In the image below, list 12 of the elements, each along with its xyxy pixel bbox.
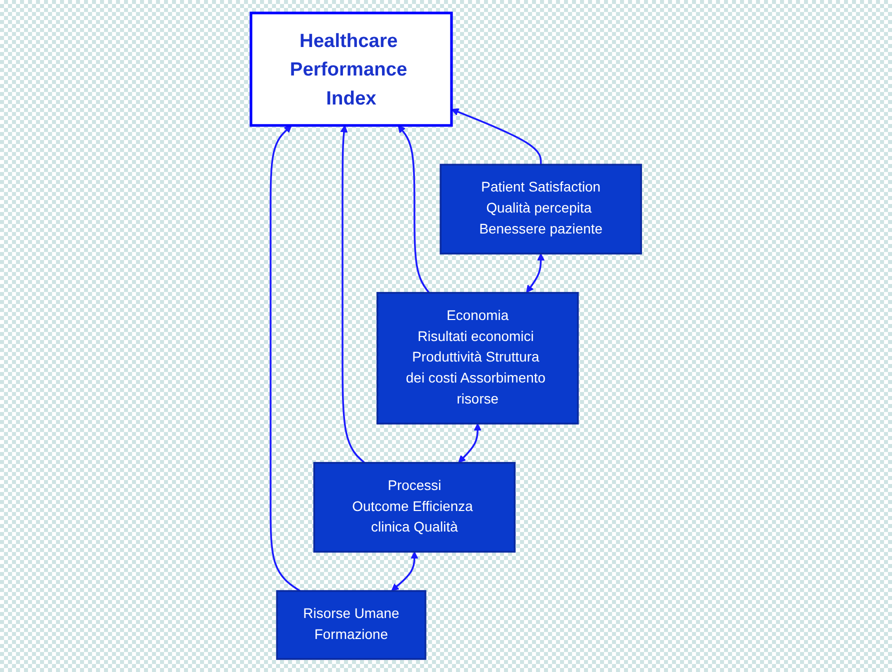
node-box: Healthcare Performance Index (250, 12, 453, 127)
arrow (398, 125, 430, 294)
node-box: Economia Risultati economici Produttività Struttura dei costi Assorbimento risorse (376, 292, 579, 424)
arrow (270, 125, 301, 592)
arrow (451, 108, 542, 165)
node-box: Patient Satisfaction Qualità percepita Benessere paziente (440, 164, 642, 254)
arrow (526, 253, 545, 293)
arrow (458, 423, 482, 463)
arrow (340, 125, 366, 464)
node-box: Risorse Umane Formazione (276, 590, 426, 660)
node-box: Processi Outcome Efficienza clinica Qualità (313, 462, 516, 553)
arrow (391, 551, 418, 592)
